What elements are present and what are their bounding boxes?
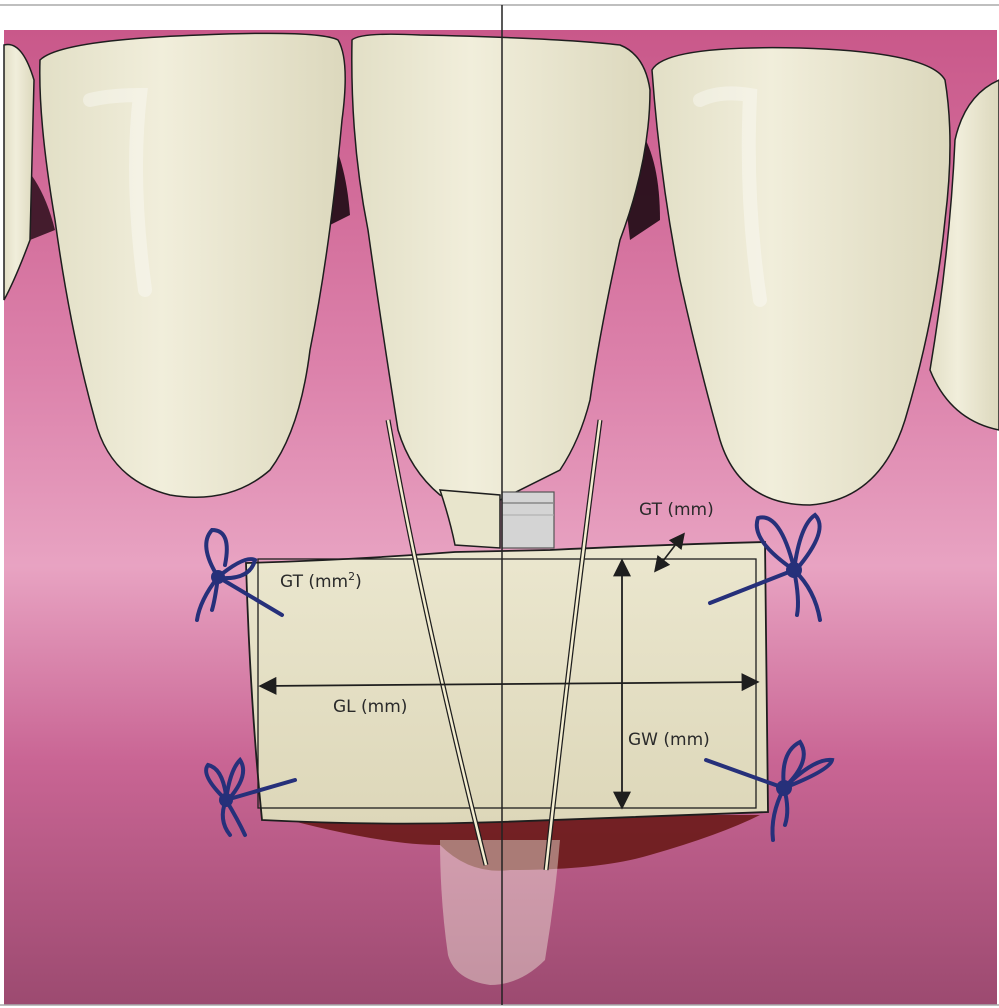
gl-label: GL (mm)	[333, 697, 407, 717]
implant-abutment	[502, 492, 554, 548]
gt-mm-label: GT (mm)	[639, 500, 714, 520]
gw-label: GW (mm)	[628, 730, 710, 750]
